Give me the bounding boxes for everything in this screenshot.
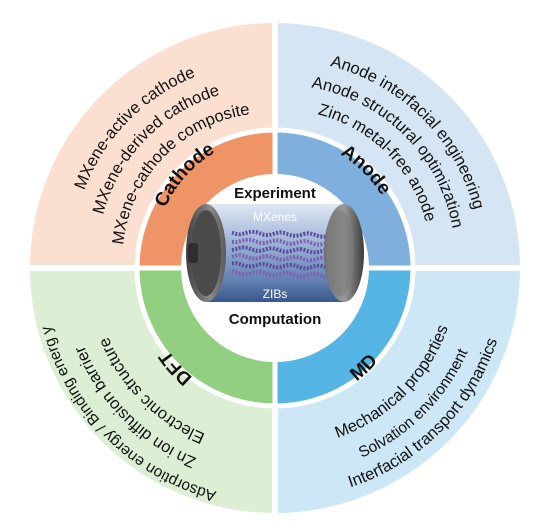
mxene-layer	[231, 245, 329, 255]
experiment-label: Experiment	[234, 185, 316, 202]
cylinder-zibs-label: ZIBs	[263, 287, 288, 301]
cylinder-terminal	[188, 243, 198, 263]
mxene-layer	[231, 261, 329, 271]
mxene-layers	[231, 229, 329, 279]
battery-cylinder: MXenes ZIBs	[186, 204, 364, 302]
cylinder-mxenes-label: MXenes	[253, 210, 297, 224]
mxene-layer	[231, 229, 329, 239]
mxene-layer	[231, 269, 329, 279]
cylinder-right-rim	[326, 210, 354, 296]
mxene-layer	[231, 253, 329, 263]
mxene-layer	[231, 237, 329, 247]
cylinder-left-inner	[191, 210, 221, 296]
computation-label: Computation	[229, 311, 321, 328]
